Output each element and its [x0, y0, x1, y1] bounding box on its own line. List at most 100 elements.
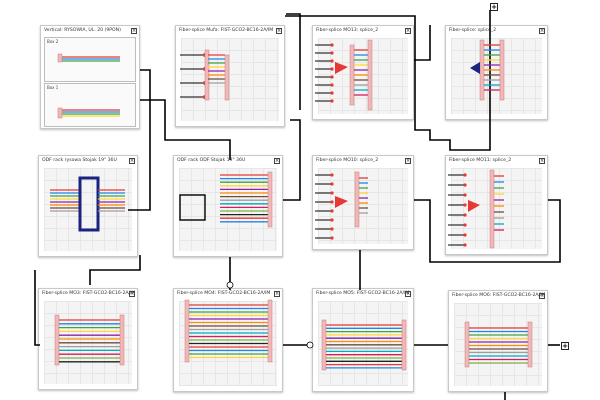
junction-marker — [306, 341, 314, 349]
close-icon[interactable]: × — [405, 291, 411, 297]
connector — [479, 39, 485, 101]
panel-title: ODF rack rysowa Stojak 19" 36U — [42, 158, 117, 163]
connector — [57, 53, 63, 63]
cable-end — [463, 233, 467, 237]
panel-odf-rack-rysowa[interactable]: ODF rack rysowa Stojak 19" 36U × — [38, 155, 138, 257]
close-icon[interactable]: × — [131, 28, 137, 34]
cable-end — [330, 43, 334, 47]
panel-title: Fiber-splice: splice_2 — [449, 28, 497, 33]
connector — [401, 319, 407, 371]
cable-end — [330, 59, 334, 63]
connector — [464, 321, 470, 368]
cable-end — [330, 191, 334, 195]
connector — [349, 44, 355, 106]
box-1-subpanel[interactable]: Box 1 — [44, 83, 136, 127]
connector — [489, 169, 495, 249]
connector — [499, 39, 505, 101]
panel-title: Fiber-splice MO10: splice_2 — [316, 158, 379, 163]
panel-title: ODF rack ODF Stojak 19" 36U — [177, 158, 246, 163]
cable-end — [330, 83, 334, 87]
close-icon[interactable]: × — [405, 158, 411, 164]
connector — [267, 171, 273, 228]
panel-title: Fiber-splice MO13: splice_2 — [316, 28, 379, 33]
panel-title: Fiber-splice MO5: FIST-GCO2-BC16-2A/IM — [316, 291, 410, 296]
cable-end — [330, 236, 334, 240]
cable-end — [330, 182, 334, 186]
rack-frame — [78, 176, 100, 232]
cable-end — [330, 227, 334, 231]
panel-title: Fiber-splice MO4: FIST-GCO2-BC16-2A/IM — [177, 291, 271, 296]
connector — [367, 39, 373, 111]
panel-title: Fiber-splice MO6: FIST-GCO2-BC16-2A/IM — [452, 293, 546, 298]
junction-marker — [226, 281, 234, 289]
connector — [224, 54, 230, 101]
connector — [184, 299, 190, 363]
connector — [119, 314, 125, 366]
expand-plus-icon[interactable]: + — [561, 342, 569, 350]
panel-fiber-splice-mo6[interactable]: Fiber-splice MO6: FIST-GCO2-BC16-2A/IM × — [448, 290, 548, 392]
close-icon[interactable]: × — [129, 158, 135, 164]
panel-fiber-splice-mo5[interactable]: Fiber-splice MO5: FIST-GCO2-BC16-2A/IM × — [312, 288, 414, 392]
panel-fiber-splice-splice2[interactable]: Fiber-splice: splice_2 × — [445, 25, 548, 120]
route-line — [34, 270, 40, 346]
rack-frame — [179, 194, 206, 221]
splitter-shape — [470, 62, 480, 74]
connector — [54, 314, 60, 366]
close-icon[interactable]: × — [539, 28, 545, 34]
panel-canvas — [181, 38, 279, 121]
route-line — [286, 13, 301, 110]
cable-end — [330, 173, 334, 177]
connector — [57, 107, 63, 119]
splitter-shape — [335, 62, 348, 74]
panel-title: Fiber-splice MO11: splice_2 — [449, 158, 512, 163]
panel-title: Fiber-splice Mufa: FIST-GCO2-BC16-2A/IM — [179, 28, 274, 33]
cable-end — [330, 209, 334, 213]
close-icon[interactable]: × — [539, 158, 545, 164]
cable-end — [330, 218, 334, 222]
close-icon[interactable]: × — [539, 293, 545, 299]
connector — [527, 321, 533, 368]
cable-end — [463, 173, 467, 177]
splitter-shape — [468, 200, 480, 212]
splitter-shape — [335, 196, 348, 208]
cable-end — [330, 99, 334, 103]
route-line — [414, 25, 431, 61]
panel-canvas — [451, 38, 542, 114]
panel-title: Fiber-splice MO3: FIST-GCO2-BC16-2A/IM — [42, 291, 136, 296]
close-icon[interactable]: × — [274, 291, 280, 297]
panel-canvas — [318, 301, 408, 386]
panel-fiber-splice-mufa[interactable]: Fiber-splice Mufa: FIST-GCO2-BC16-2A/IM … — [175, 25, 285, 127]
route-line — [414, 199, 561, 263]
route-line — [89, 255, 141, 285]
expand-plus-icon[interactable]: + — [490, 3, 498, 11]
panel-canvas — [44, 168, 132, 251]
close-icon[interactable]: × — [276, 28, 282, 34]
cable-end — [463, 183, 467, 187]
cable-end — [463, 213, 467, 217]
cable-end — [463, 243, 467, 247]
route-line — [283, 119, 301, 201]
panel-fiber-splice-mo11[interactable]: Fiber-splice MO11: splice_2 × — [445, 155, 548, 255]
box-2-title: Box 2 — [47, 39, 59, 44]
close-icon[interactable]: × — [405, 28, 411, 34]
cable-end — [330, 91, 334, 95]
close-icon[interactable]: × — [274, 158, 280, 164]
connector — [354, 171, 360, 228]
cable-end — [463, 193, 467, 197]
route-line — [128, 69, 151, 211]
connector — [321, 319, 327, 371]
panel-title: Vertical: RYSOWIA, UL. 20 (9PON) — [44, 28, 121, 33]
box-1-title: Box 1 — [47, 85, 59, 90]
close-icon[interactable]: × — [129, 291, 135, 297]
cable-end — [330, 67, 334, 71]
cable-end — [330, 51, 334, 55]
cable-end — [330, 75, 334, 79]
cable-end — [463, 203, 467, 207]
panel-vertical-rysowia[interactable]: Vertical: RYSOWIA, UL. 20 (9PON) × Box 2… — [40, 25, 140, 129]
route-line — [140, 99, 231, 160]
cable-end — [330, 200, 334, 204]
connector — [267, 299, 273, 363]
route-line — [285, 10, 491, 151]
